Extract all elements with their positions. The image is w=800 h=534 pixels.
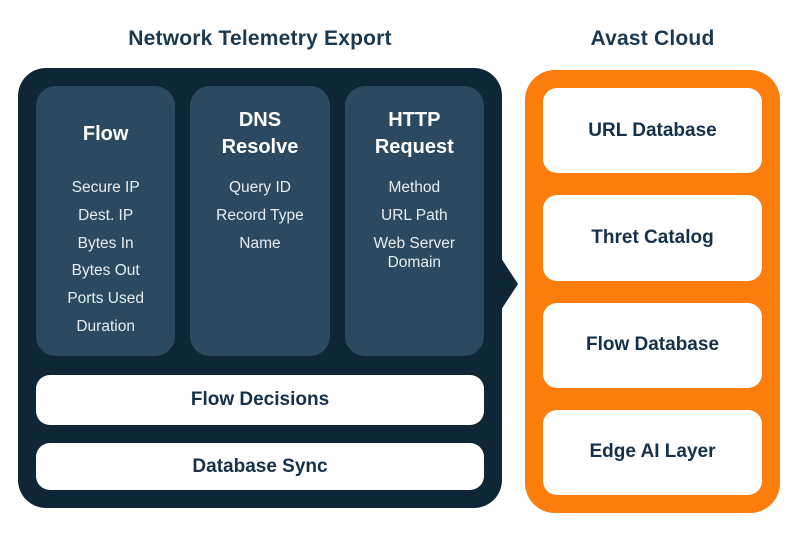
flow-column-items: Secure IP Dest. IP Bytes In Bytes Out Po… bbox=[49, 178, 163, 345]
list-item: Ports Used bbox=[67, 290, 144, 308]
connector-arrow-icon bbox=[501, 258, 518, 310]
cloud-panel: URL Database Thret Catalog Flow Database… bbox=[525, 70, 780, 513]
list-item: Secure IP bbox=[71, 179, 140, 196]
list-item: Method bbox=[388, 179, 441, 196]
dns-resolve-column-items: Query ID Record Type Name bbox=[203, 178, 317, 261]
list-item: Query ID bbox=[228, 179, 291, 196]
flow-database-box: Flow Database bbox=[543, 302, 762, 388]
flow-column-header: Flow bbox=[82, 122, 129, 145]
telemetry-panel-title: Network Telemetry Export bbox=[128, 27, 392, 50]
telemetry-columns: Flow Secure IP Dest. IP Bytes In Bytes O… bbox=[36, 86, 484, 356]
dns-resolve-column: DNS Resolve Query ID Record Type Name bbox=[190, 86, 330, 356]
telemetry-panel: Flow Secure IP Dest. IP Bytes In Bytes O… bbox=[18, 68, 518, 508]
list-item: Duration bbox=[76, 318, 135, 336]
list-item: Dest. IP bbox=[78, 206, 134, 224]
http-request-column-items: Method URL Path Web Server Domain bbox=[357, 178, 471, 281]
cloud-panel-title: Avast Cloud bbox=[590, 27, 715, 50]
http-request-column-header: HTTP Request bbox=[374, 109, 454, 158]
edge-ai-layer-box: Edge AI Layer bbox=[543, 409, 762, 495]
list-item: URL Path bbox=[381, 206, 448, 224]
url-database-box: URL Database bbox=[543, 88, 762, 174]
flow-decisions-bar: Flow Decisions bbox=[36, 375, 484, 425]
flow-column: Flow Secure IP Dest. IP Bytes In Bytes O… bbox=[36, 86, 176, 356]
dns-resolve-column-header: DNS Resolve bbox=[221, 109, 299, 158]
list-item: Name bbox=[239, 234, 281, 252]
list-item: Web Server Domain bbox=[373, 234, 456, 272]
list-item: Bytes Out bbox=[71, 262, 140, 280]
database-sync-bar: Database Sync bbox=[36, 443, 484, 490]
http-request-column: HTTP Request Method URL Path Web Server … bbox=[344, 86, 484, 356]
list-item: Record Type bbox=[216, 206, 304, 224]
threat-catalog-box: Thret Catalog bbox=[543, 195, 762, 281]
list-item: Bytes In bbox=[77, 234, 134, 252]
